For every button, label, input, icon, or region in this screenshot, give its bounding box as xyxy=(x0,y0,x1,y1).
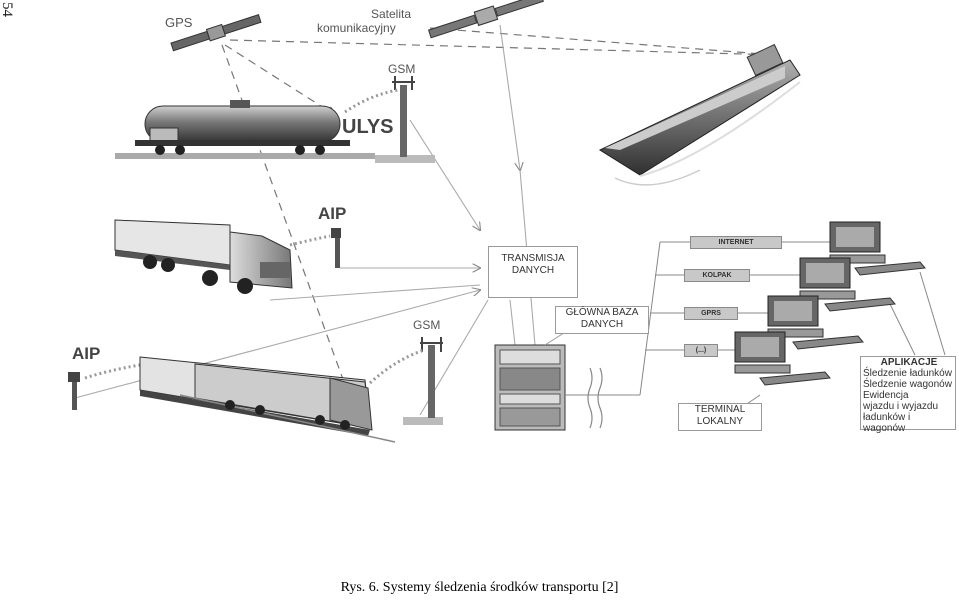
connection-break xyxy=(587,367,603,429)
aip-reader-train-icon xyxy=(68,363,141,410)
satellite-label-line1: Satelita xyxy=(371,7,412,21)
application-item: wjazdu i wyjazdu xyxy=(863,401,939,412)
tank-wagon-icon xyxy=(115,100,375,159)
main-database-box: GŁÓWNA BAZA DANYCH xyxy=(555,306,649,334)
aip-train-label: AIP xyxy=(72,344,101,363)
channel-gprs: GPRS xyxy=(684,307,738,320)
applications-box: APLIKACJE Śledzenie ładunków Śledzenie w… xyxy=(860,356,956,434)
data-transmission-line2: DANYCH xyxy=(511,265,555,276)
computer-workstation-icon xyxy=(767,295,864,350)
computer-workstation-icon xyxy=(829,221,926,276)
satellite-links xyxy=(221,27,781,386)
channel-internet: INTERNET xyxy=(690,236,782,249)
gps-label: GPS xyxy=(165,15,193,30)
local-terminal-line1: TERMINAL xyxy=(694,404,746,415)
channel-kolpak: KOLPAK xyxy=(684,269,750,282)
locomotive-train-icon xyxy=(139,356,396,443)
gsm-bottom-label: GSM xyxy=(413,318,441,332)
aip-truck-label: AIP xyxy=(318,204,347,223)
satellite-label-line2: komunikacyjny xyxy=(317,21,396,35)
comm-satellite-icon xyxy=(427,0,544,39)
truck-icon xyxy=(114,219,293,294)
data-links xyxy=(74,24,536,416)
main-database-line1: GŁÓWNA BAZA xyxy=(565,307,639,318)
gsm-top-label: GSM xyxy=(388,62,416,76)
local-terminal-box: TERMINAL LOKALNY xyxy=(678,403,762,431)
figure-caption: Rys. 6. Systemy śledzenia środków transp… xyxy=(340,580,619,595)
application-item: ładunków i wagonów xyxy=(863,412,911,434)
ulys-label: ULYS xyxy=(342,116,394,138)
data-transmission-line1: TRANSMISJA xyxy=(501,253,565,264)
local-terminal-line2: LOKALNY xyxy=(696,416,744,427)
application-item: Ewidencja xyxy=(863,390,909,401)
data-transmission-box: TRANSMISJA DANYCH xyxy=(488,246,578,298)
aip-reader-truck-icon xyxy=(289,228,341,268)
application-item: Śledzenie wagonów xyxy=(863,379,952,390)
applications-title: APLIKACJE xyxy=(880,357,938,368)
computer-workstation-icon xyxy=(734,331,831,386)
cargo-ship-icon xyxy=(598,43,801,186)
gps-satellite-icon xyxy=(170,14,262,52)
main-database-line2: DANYCH xyxy=(580,319,624,330)
gsm-tower-top-icon xyxy=(344,76,435,163)
gsm-tower-bottom-icon xyxy=(368,337,443,425)
computer-workstation-icon xyxy=(799,257,896,312)
application-item: Śledzenie ładunków xyxy=(863,368,952,379)
channel-other: (...) xyxy=(684,344,718,357)
